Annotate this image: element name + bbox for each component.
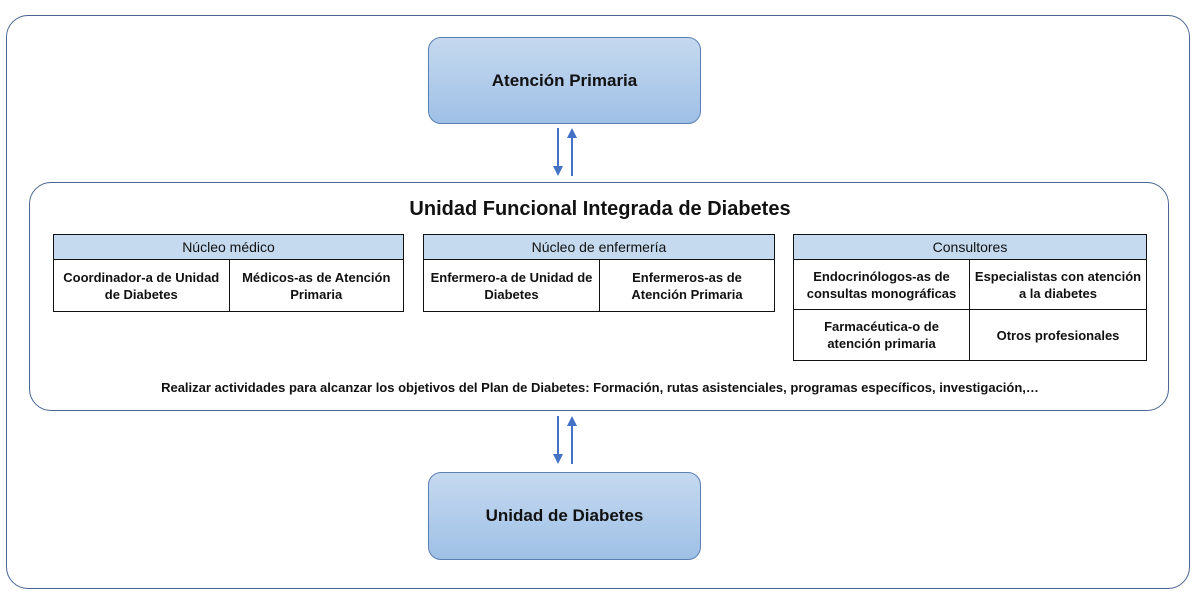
unit-title: Unidad Funcional Integrada de Diabetes: [409, 198, 791, 220]
role-cell: Farmacéutica-o de atención primaria: [794, 310, 970, 360]
atencion-primaria-label: Atención Primaria: [491, 70, 638, 90]
group-header: Núcleo de enfermería: [424, 235, 774, 260]
role-cell: Coordinador-a de Unidad de Diabetes: [63, 269, 220, 302]
outer-frame: [6, 15, 1190, 589]
atencion-primaria-box: Atención Primaria: [428, 37, 701, 124]
objectives-text: Realizar actividades para alcanzar los o…: [161, 380, 1039, 395]
group-consultores: Consultores Endocrinólogos-as de consult…: [793, 234, 1147, 361]
group-nucleo-medico: Núcleo médico Coordinador-a de Unidad de…: [53, 234, 404, 312]
role-cell: Otros profesionales: [996, 327, 1120, 343]
unit-frame: [29, 182, 1169, 411]
up-arrow-icon: [567, 128, 577, 176]
role-cell: Endocrinólogos-as de consultas monográfi…: [794, 260, 970, 310]
group-header: Núcleo médico: [54, 235, 403, 260]
unidad-diabetes-label: Unidad de Diabetes: [485, 506, 644, 525]
role-cell: Enfermeros-as de Atención Primaria: [599, 260, 774, 311]
bidirectional-arrows-top: [553, 128, 577, 176]
bidirectional-arrows-bottom: [553, 416, 577, 464]
group-nucleo-enfermeria: Núcleo de enfermería Enfermero-a de Unid…: [423, 234, 775, 312]
unidad-diabetes-box: Unidad de Diabetes: [428, 472, 701, 560]
role-cell: Enfermero-a de Unidad de Diabetes: [430, 269, 593, 302]
role-cell: Especialistas con atención a la diabetes: [970, 260, 1146, 310]
down-arrow-icon: [553, 416, 563, 464]
group-header: Consultores: [794, 235, 1146, 260]
role-cell: Médicos-as de Atención Primaria: [228, 260, 404, 311]
up-arrow-icon: [567, 416, 577, 464]
down-arrow-icon: [553, 128, 563, 176]
